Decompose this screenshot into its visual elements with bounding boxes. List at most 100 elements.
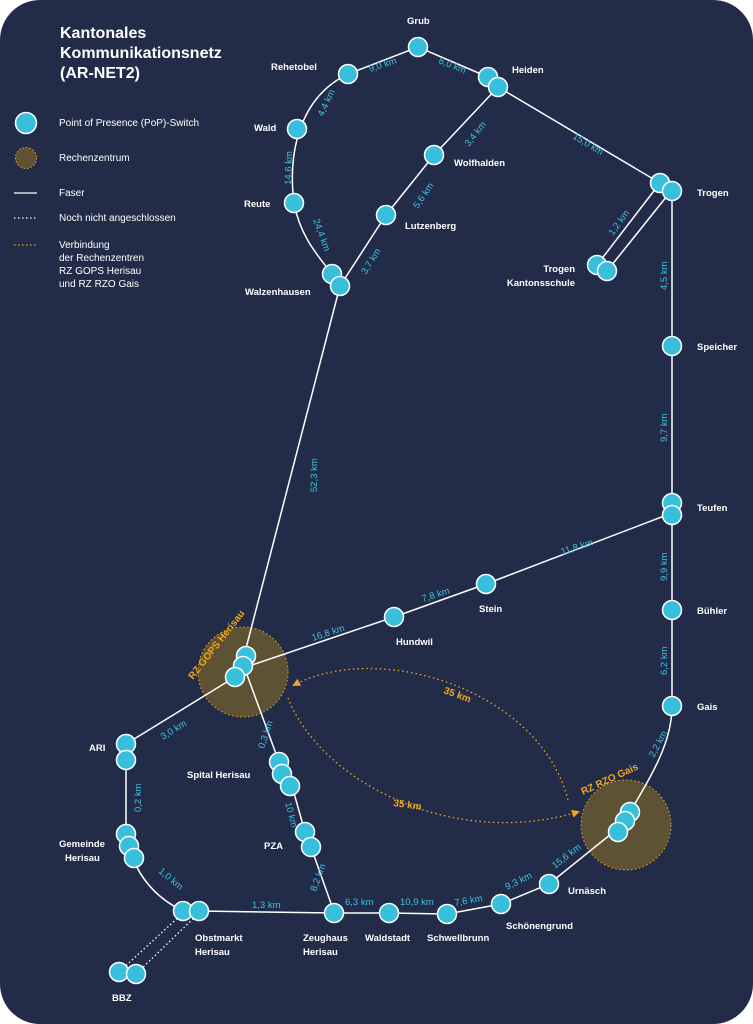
pop-switch-icon	[14, 111, 38, 135]
fiber-gops-zeughaus	[245, 671, 335, 913]
planned-obstmarkt-bbz-a	[118, 912, 184, 973]
node-wald[interactable]	[286, 118, 308, 140]
label-wolfhalden: Wolfhalden	[454, 158, 505, 169]
label-gemeinde-2: Herisau	[65, 853, 100, 864]
node-gops-c[interactable]	[224, 666, 246, 688]
node-zeughaus[interactable]	[323, 902, 345, 924]
dist-urnaesch-rzo: 15,6 km	[550, 842, 583, 872]
node-pza-b[interactable]	[300, 836, 322, 858]
node-trogen-b[interactable]	[661, 180, 683, 202]
dist-gemeinde-obstmarkt: 1,0 km	[156, 866, 185, 893]
dist-stein-teufen: 11,8 km	[560, 537, 595, 558]
node-obstmarkt-b[interactable]	[188, 900, 210, 922]
label-heiden: Heiden	[512, 65, 544, 76]
title-line-3: (AR-NET2)	[60, 65, 140, 82]
dist-grub-heiden: 6,0 km	[437, 56, 468, 77]
node-teufen-b[interactable]	[661, 504, 683, 526]
dist-gops-walzenhausen: 52,3 km	[309, 458, 320, 492]
node-walzenhausen-b[interactable]	[329, 275, 351, 297]
node-bbz-a[interactable]	[108, 961, 130, 983]
legend-dc-link-line-3: RZ GOPS Herisau	[59, 266, 142, 277]
fiber-gops-ari	[125, 676, 236, 745]
dc-link-bottom-line	[287, 697, 580, 824]
label-trogen-ks-1: Trogen	[543, 264, 575, 275]
node-urnaesch[interactable]	[538, 873, 560, 895]
dist-gops-hundwil: 16,8 km	[311, 623, 347, 644]
dist-walzenhausen-reute: 24,4 km	[310, 217, 332, 253]
label-bbz: BBZ	[112, 993, 132, 1004]
dist-schoenengrund-urnaesch: 9,3 km	[503, 870, 534, 892]
legend-dc-link-line-2: der Rechenzentren	[59, 253, 145, 264]
label-buehler: Bühler	[697, 606, 727, 617]
legend-datacenter: Rechenzentrum	[14, 145, 244, 169]
legend-not-connected-label: Noch nicht angeschlossen	[59, 213, 176, 224]
label-stein: Stein	[479, 604, 502, 615]
node-trogen-ks-b[interactable]	[596, 260, 618, 282]
node-heiden-b[interactable]	[487, 76, 509, 98]
pop-switches	[108, 36, 683, 985]
label-urnaesch: Urnäsch	[568, 886, 606, 897]
node-wolfhalden[interactable]	[423, 144, 445, 166]
label-ari: ARI	[89, 743, 105, 754]
label-zeughaus-1: Zeughaus	[303, 933, 348, 944]
label-obstmarkt-2: Herisau	[195, 947, 230, 958]
node-schwellbrunn[interactable]	[436, 903, 458, 925]
label-trogen: Trogen	[697, 188, 729, 199]
fiber-trogen-ks-b	[606, 190, 672, 272]
node-buehler[interactable]	[661, 599, 683, 621]
node-hundwil[interactable]	[383, 606, 405, 628]
node-spital-c[interactable]	[279, 775, 301, 797]
legend-dc-link: Verbindung der Rechenzentren RZ GOPS Her…	[14, 232, 244, 296]
node-reute[interactable]	[283, 192, 305, 214]
fiber-gops-teufen	[242, 512, 673, 669]
label-speicher: Speicher	[697, 342, 737, 353]
dc-link-top-line	[292, 667, 569, 801]
legend-pop-switch-label: Point of Presence (PoP)-Switch	[59, 118, 200, 129]
node-gais[interactable]	[661, 695, 683, 717]
dist-speicher-teufen: 9,7 km	[659, 413, 670, 442]
node-schoenengrund[interactable]	[490, 893, 512, 915]
fiber-heiden-trogen	[497, 86, 661, 184]
label-spital: Spital Herisau	[187, 770, 251, 781]
dist-heiden-wolfhalden: 3,4 km	[463, 120, 489, 149]
label-schoenengrund: Schönengrund	[506, 921, 573, 932]
label-lutzenberg: Lutzenberg	[405, 221, 456, 232]
node-stein[interactable]	[475, 573, 497, 595]
dist-waldstadt-schwellbrunn: 10,9 km	[400, 897, 434, 908]
map-title: Kantonales Kommunikationsnetz (AR-NET2)	[60, 24, 222, 84]
legend-fiber: Faser	[14, 180, 244, 204]
node-lutzenberg[interactable]	[375, 204, 397, 226]
dist-schwellbrunn-schoenengrund: 7,6 km	[454, 893, 484, 909]
label-rehetobel: Rehetobel	[271, 62, 317, 73]
dist-trogen-speicher: 4,5 km	[659, 261, 670, 290]
dist-buehler-gais: 6,2 km	[659, 646, 670, 675]
label-gais: Gais	[697, 702, 718, 713]
title-line-2: Kommunikationsnetz	[60, 45, 222, 62]
label-zeughaus-2: Herisau	[303, 947, 338, 958]
dist-rehetobel-grub: 9,0 km	[368, 56, 399, 75]
fiber-line-icon	[14, 192, 37, 194]
fiber-trogen-ks-a	[596, 182, 661, 266]
label-wald: Wald	[254, 123, 277, 134]
node-grub[interactable]	[407, 36, 429, 58]
node-ari-b[interactable]	[115, 749, 137, 771]
node-waldstadt[interactable]	[378, 902, 400, 924]
node-labels: Grub Rehetobel Heiden Wald Wolfhalden Tr…	[59, 16, 737, 1004]
label-hundwil: Hundwil	[396, 637, 433, 648]
node-rzo-c[interactable]	[607, 821, 629, 843]
label-grub: Grub	[407, 16, 430, 27]
node-gemeinde-c[interactable]	[123, 847, 145, 869]
node-bbz-b[interactable]	[125, 963, 147, 985]
label-gemeinde-1: Gemeinde	[59, 839, 105, 850]
dist-obstmarkt-zeughaus: 1,3 km	[252, 900, 281, 911]
node-rehetobel[interactable]	[337, 63, 359, 85]
legend-fiber-label: Faser	[59, 188, 85, 199]
dist-zeughaus-waldstadt: 6,3 km	[345, 897, 374, 908]
dist-gais-rzo: 2,2 km	[647, 729, 670, 759]
dist-dc-link-bottom: 35 km	[393, 798, 423, 813]
legend-pop-switch: Point of Presence (PoP)-Switch	[14, 110, 244, 135]
node-speicher[interactable]	[661, 335, 683, 357]
label-walzenhausen: Walzenhausen	[245, 287, 311, 298]
fiber-walzenhausen-gops	[243, 285, 341, 657]
dist-heiden-trogen: 15,0 km	[570, 131, 605, 158]
